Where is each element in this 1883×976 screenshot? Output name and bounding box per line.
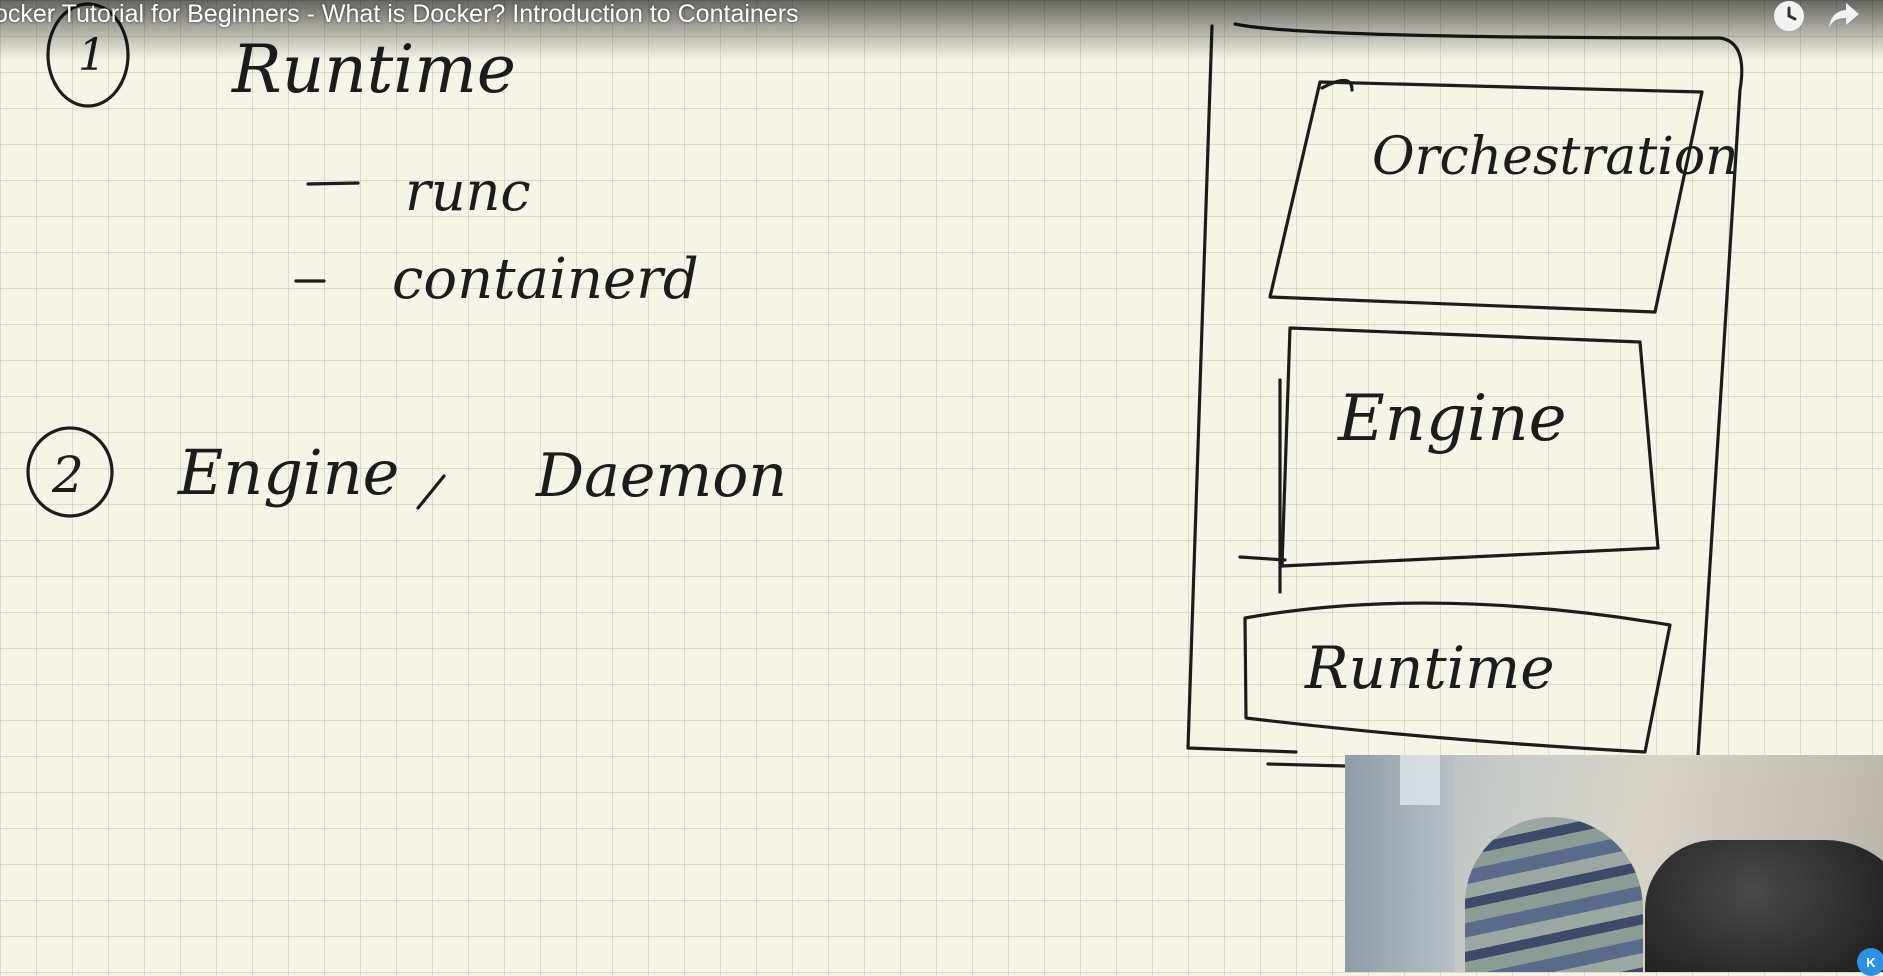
stack-outer-bottom [1266, 762, 1347, 768]
stack-bottom-label: Runtime [1304, 634, 1555, 702]
video-title[interactable]: ocker Tutorial for Beginners - What is D… [0, 0, 799, 28]
watch-later-button[interactable] [1774, 1, 1804, 31]
presenter-beanie [1465, 817, 1643, 972]
item1-sub1: runc [405, 160, 531, 223]
item2-label-daemon: Daemon [535, 441, 787, 511]
share-button[interactable] [1826, 0, 1862, 32]
engine-box [1280, 326, 1660, 568]
bullet-dash-1 [306, 181, 360, 186]
engine-box-tick [1238, 555, 1287, 562]
orchestration-box-curl [1320, 78, 1354, 92]
runtime-box [1243, 601, 1672, 754]
presenter-webcam [1345, 755, 1883, 972]
stack-top-label: Orchestration [1372, 127, 1739, 187]
item2-label-engine: Engine [177, 436, 399, 509]
video-top-bar: ocker Tutorial for Beginners - What is D… [0, 0, 1883, 60]
webcam-chair [1645, 840, 1883, 972]
item2-number: 2 [51, 446, 84, 504]
webcam-window-light [1400, 755, 1440, 805]
clock-icon [1787, 6, 1797, 21]
share-arrow-icon [1829, 3, 1859, 28]
stack-outer-left [1186, 24, 1298, 754]
channel-logo-icon[interactable]: K [1857, 948, 1883, 976]
comma-mark [416, 474, 446, 510]
stack-middle-label: Engine [1337, 382, 1566, 456]
orchestration-box [1268, 80, 1704, 314]
item1-sub2: containerd [392, 247, 699, 312]
item2-circle [26, 426, 114, 518]
